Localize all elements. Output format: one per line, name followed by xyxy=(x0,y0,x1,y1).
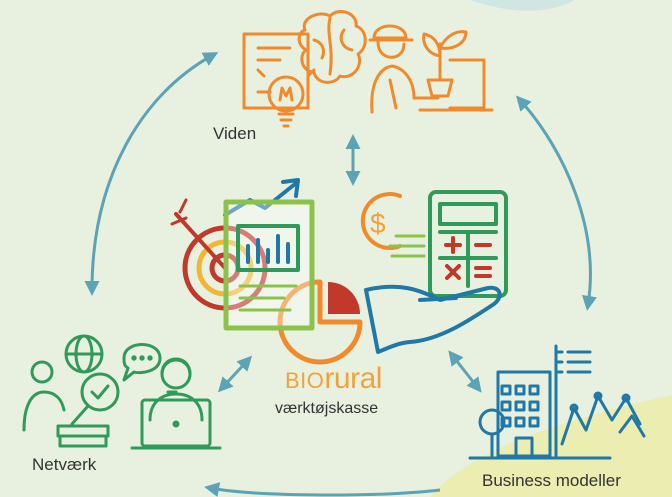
building-icon xyxy=(496,370,552,458)
center-illustration: $ xyxy=(170,178,508,365)
speed-lines xyxy=(388,234,426,258)
arrow-netvaerk-business xyxy=(204,482,441,497)
arrow-center-netvaerk xyxy=(217,355,253,393)
laptop-icon xyxy=(130,398,222,450)
bg-blob-top xyxy=(470,0,575,11)
lightbulb-icon xyxy=(256,68,316,128)
document-icon xyxy=(242,32,310,110)
arrow-center-business xyxy=(448,350,482,393)
hand-icon xyxy=(364,284,502,354)
line-chart-icon xyxy=(554,344,646,458)
svg-text:$: $ xyxy=(370,208,386,239)
report-icon xyxy=(223,199,315,331)
pie-chart-icon xyxy=(277,279,363,365)
list-icon xyxy=(556,350,592,374)
viden-label: Viden xyxy=(213,124,257,143)
laptop-icon xyxy=(418,58,494,112)
bar-chart-icon xyxy=(246,234,290,264)
farmer-icon xyxy=(368,24,440,114)
business-modeller-label: Business modeller xyxy=(482,471,621,490)
person-magnifier-icon xyxy=(22,360,120,448)
arrow-viden-business xyxy=(515,95,597,311)
business-illustration xyxy=(468,344,646,460)
toolbox-subtitle: værktøjskasse xyxy=(275,400,379,417)
globe-icon xyxy=(64,334,104,374)
tree-icon xyxy=(468,408,612,460)
calculator-icon xyxy=(428,190,508,298)
headset-person-icon xyxy=(148,357,204,422)
plant-icon xyxy=(422,30,468,98)
brand-suffix: rural xyxy=(324,362,382,395)
netvaerk-label: Netværk xyxy=(32,455,97,474)
coin-icon: $ xyxy=(360,192,402,250)
viden-illustration xyxy=(242,10,494,128)
biorural-logo: BIOrural xyxy=(285,364,382,396)
brain-icon xyxy=(297,10,367,84)
arrow-viden-netvaerk xyxy=(84,52,219,296)
trend-arrow-head xyxy=(281,178,300,198)
chat-bubble-icon xyxy=(122,343,162,382)
netvaerk-illustration xyxy=(22,334,222,450)
brand-prefix: BIO xyxy=(285,368,325,393)
